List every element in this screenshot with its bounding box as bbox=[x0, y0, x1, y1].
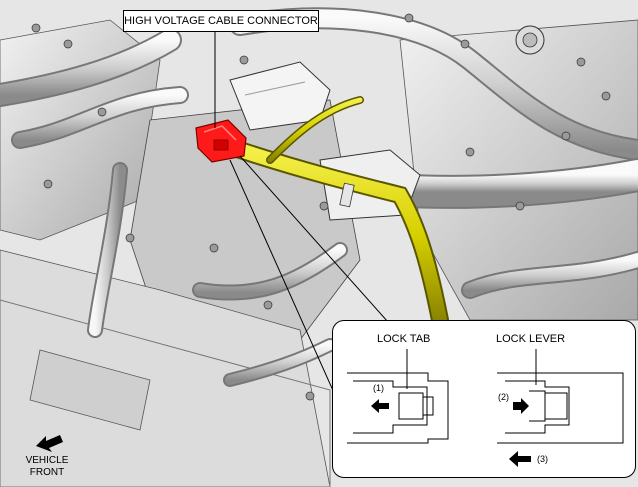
lock-lever-push-arrow bbox=[513, 398, 529, 414]
connector-detail-inset: LOCK TAB LOCK LEVER (1) (2) bbox=[332, 320, 636, 478]
step-1-label: (1) bbox=[373, 383, 384, 393]
panel-edge bbox=[0, 299, 331, 487]
disconnect-arrow bbox=[509, 451, 531, 467]
front-panel bbox=[0, 249, 331, 487]
lock-tab-label: LOCK TAB bbox=[377, 333, 431, 345]
pipe-left-mid bbox=[13, 88, 187, 147]
bracket-lower bbox=[29, 349, 151, 431]
pipe-large-right bbox=[375, 160, 638, 207]
cable-clip bbox=[339, 182, 355, 208]
vehicle-front-line2: FRONT bbox=[29, 467, 65, 478]
vehicle-front-label: VEHICLE FRONT bbox=[22, 455, 72, 479]
lock-lever-label: LOCK LEVER bbox=[496, 333, 566, 345]
pipe-right-lower bbox=[463, 253, 638, 297]
step-2-label: (2) bbox=[498, 392, 509, 402]
lock-lever-connector bbox=[497, 372, 624, 444]
inset-projection-left bbox=[229, 159, 336, 396]
pipe-bottom bbox=[225, 340, 335, 385]
inset-projection-right bbox=[239, 155, 389, 323]
pipe-top-arc bbox=[231, 9, 638, 159]
callout-label: HIGH VOLTAGE CABLE CONNECTOR bbox=[123, 10, 319, 32]
pipe-upper-left bbox=[0, 30, 180, 105]
hv-cable bbox=[233, 143, 447, 327]
vehicle-front-line1: VEHICLE bbox=[25, 455, 69, 466]
lock-tab-push-arrow bbox=[371, 399, 389, 413]
lock-tab-connector bbox=[347, 372, 449, 444]
inset-drawing bbox=[347, 349, 624, 467]
pipe-left-vertical bbox=[89, 164, 126, 336]
reservoir-cap bbox=[229, 61, 331, 131]
vehicle-front-arrow bbox=[36, 435, 63, 452]
step-3-label: (3) bbox=[537, 454, 548, 464]
hv-cable-branch bbox=[267, 97, 363, 163]
pipe-lower-center bbox=[194, 244, 346, 299]
